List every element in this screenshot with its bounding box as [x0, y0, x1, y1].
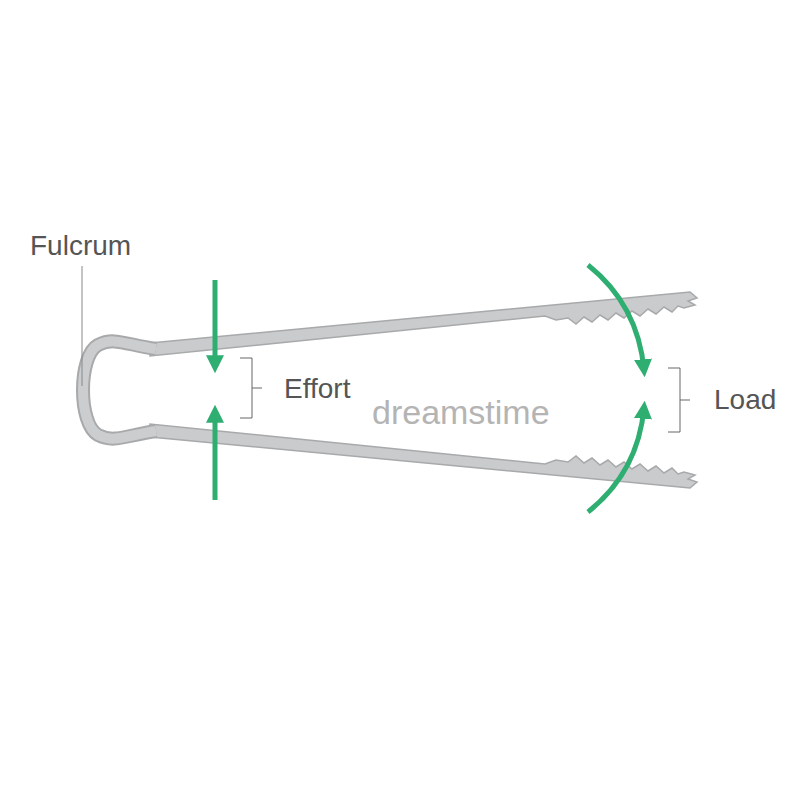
- bracket: [240, 358, 262, 418]
- tong-loop: [83, 341, 156, 438]
- load-arrow: [588, 408, 644, 512]
- part-label: Effort: [284, 374, 350, 405]
- leader-line: [82, 266, 83, 386]
- watermark: dreamstime: [372, 394, 550, 431]
- effort-arrow: [213, 412, 218, 500]
- bracket: [668, 368, 690, 432]
- part-label: Load: [714, 385, 776, 416]
- effort-arrow: [213, 280, 218, 366]
- tong-arm: [150, 424, 697, 488]
- load-arrow: [588, 265, 644, 370]
- tong-loop: [83, 341, 156, 438]
- tong-arm: [150, 292, 697, 356]
- part-label: Fulcrum: [30, 231, 131, 262]
